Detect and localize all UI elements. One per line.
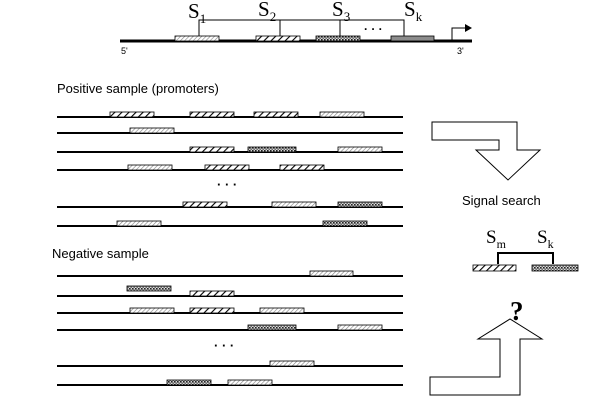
signal-box — [190, 291, 234, 296]
signal-box — [260, 308, 304, 313]
signal-box — [190, 147, 234, 152]
header-schematic: S1 S2 S3 Sk · · · 5' 3' — [120, 0, 472, 56]
negative-sample-label: Negative sample — [52, 246, 149, 261]
bent-arrow-icon — [452, 24, 472, 41]
header-signal-box-k — [391, 36, 434, 41]
header-signal-box-2 — [256, 36, 300, 41]
signal-box — [270, 361, 314, 366]
header-label-s2: S2 — [258, 0, 276, 24]
label-sm: Sm — [486, 227, 507, 251]
signal-box — [205, 165, 249, 170]
signal-box — [320, 112, 364, 117]
pair-bracket — [498, 253, 553, 264]
signal-box — [310, 271, 353, 276]
header-ellipsis: · · · — [364, 22, 383, 36]
header-label-s3: S3 — [332, 0, 350, 24]
pair-box-sm — [473, 265, 516, 271]
signal-box — [130, 308, 174, 313]
signal-box — [130, 128, 174, 133]
signal-box — [323, 221, 367, 226]
header-signal-box-3 — [316, 36, 360, 41]
signal-box — [338, 325, 382, 330]
signal-search-label: Signal search — [462, 193, 541, 208]
signal-box — [127, 286, 171, 291]
signal-box — [117, 221, 161, 226]
signal-box — [228, 380, 272, 385]
signal-box — [272, 202, 316, 207]
signal-box — [183, 202, 227, 207]
positive-sample-label: Positive sample (promoters) — [57, 81, 219, 96]
signal-box — [190, 112, 234, 117]
three-prime-label: 3' — [457, 46, 464, 56]
signal-box — [338, 147, 382, 152]
positive-ellipsis: · · · — [217, 177, 237, 192]
label-sk: Sk — [537, 227, 554, 251]
outlined-up-arrow-icon — [430, 319, 542, 395]
signal-box — [254, 112, 298, 117]
header-label-s1: S1 — [188, 0, 206, 26]
signal-box — [248, 147, 296, 152]
signal-box — [248, 325, 296, 330]
signal-box — [190, 308, 234, 313]
negative-ellipsis: · · · — [214, 338, 234, 353]
signal-box — [338, 202, 382, 207]
signal-pair: Sm Sk — [473, 227, 578, 271]
signal-box — [110, 112, 154, 117]
signal-box — [167, 380, 211, 385]
header-label-sk: Sk — [404, 0, 423, 24]
outlined-down-arrow-icon — [432, 122, 540, 180]
signal-box — [280, 165, 324, 170]
negative-sequences: · · · — [57, 271, 403, 385]
pair-box-sk — [532, 265, 578, 271]
header-signal-box-1 — [175, 36, 219, 41]
five-prime-label: 5' — [121, 46, 128, 56]
positive-sequences: · · · — [57, 112, 403, 226]
signal-box — [128, 165, 172, 170]
